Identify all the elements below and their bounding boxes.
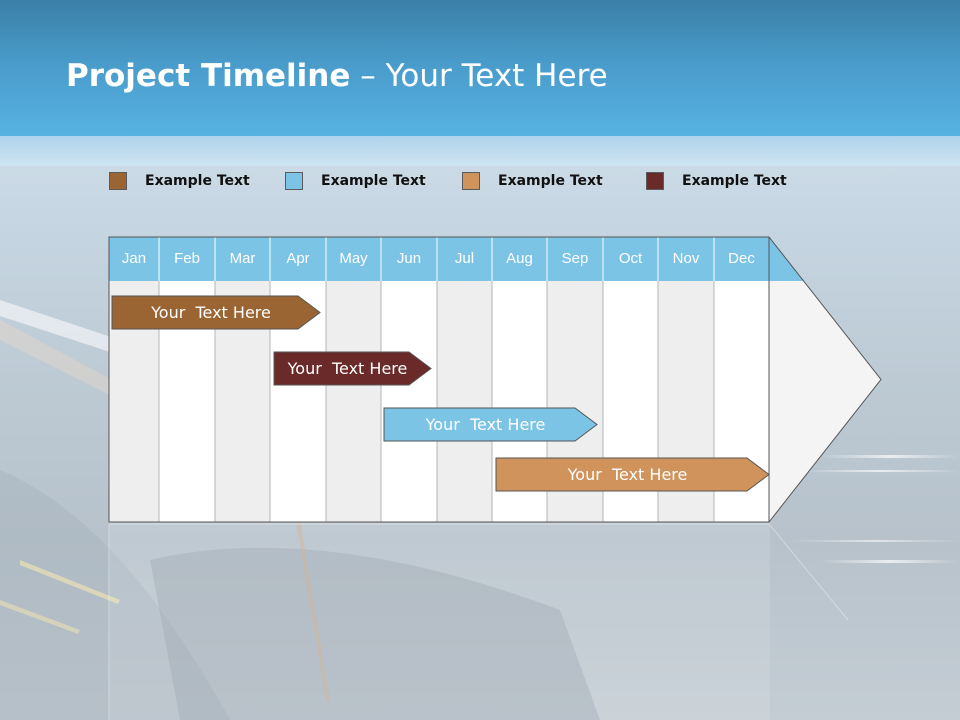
month-label-dec: Dec: [728, 250, 755, 267]
task-bar-label-2: Your Text Here: [287, 359, 408, 378]
month-label-jul: Jul: [454, 250, 475, 267]
title-band: [0, 0, 960, 136]
legend-item-4: Example Text: [646, 170, 787, 192]
legend-label-3: Example Text: [498, 173, 603, 189]
month-label-apr: Apr: [286, 250, 310, 267]
title-rest: – Your Text Here: [350, 58, 608, 94]
month-label-sep: Sep: [561, 250, 589, 267]
timeline-arrow-outline: [768, 236, 882, 523]
task-bar-1: [111, 295, 321, 330]
task-bar-label-1: Your Text Here: [151, 303, 271, 322]
month-label-mar: Mar: [229, 250, 256, 267]
timeline-frame: [108, 236, 770, 523]
task-bar-3: [383, 407, 598, 442]
month-label-oct: Oct: [618, 250, 643, 267]
legend-swatch-2: [285, 172, 303, 190]
legend-swatch-3: [462, 172, 480, 190]
legend-swatch-4: [646, 172, 664, 190]
month-column-jul: [437, 281, 492, 522]
legend-swatch-1: [109, 172, 127, 190]
month-label-jun: Jun: [396, 250, 422, 267]
task-bar-label-4: Your Text Here: [567, 465, 688, 484]
month-label-feb: Feb: [174, 250, 200, 267]
task-bar-4: [495, 457, 770, 492]
title-sub-band: [0, 136, 960, 166]
month-label-nov: Nov: [672, 250, 700, 267]
task-bar-2: [273, 351, 432, 386]
month-label-may: May: [339, 250, 368, 267]
legend-label-1: Example Text: [145, 173, 250, 189]
month-label-jan: Jan: [121, 250, 147, 267]
legend-label-2: Example Text: [321, 173, 426, 189]
legend-item-2: Example Text: [285, 170, 426, 192]
legend-label-4: Example Text: [682, 173, 787, 189]
month-column-may: [326, 281, 381, 522]
task-bar-label-3: Your Text Here: [425, 415, 546, 434]
legend-item-1: Example Text: [109, 170, 250, 192]
page-title: Project Timeline – Your Text Here: [66, 58, 608, 94]
month-label-aug: Aug: [506, 250, 533, 267]
month-column-jun: [381, 281, 437, 522]
title-bold: Project Timeline: [66, 58, 351, 94]
reflection-line: [768, 523, 849, 621]
month-header-band: [109, 237, 804, 281]
legend-item-3: Example Text: [462, 170, 603, 192]
